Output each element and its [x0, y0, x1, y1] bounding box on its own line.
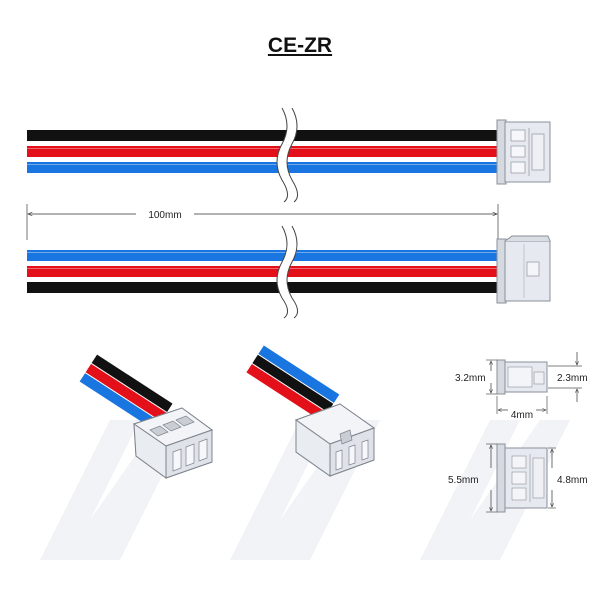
dimension-detail-top: 3.2mm 2.3mm 4mm — [455, 352, 588, 421]
dimension-detail-front: 5.5mm 4.8mm — [448, 443, 588, 513]
wire-red — [27, 146, 498, 157]
top-view-width-label: 4mm — [511, 410, 533, 421]
connector-top-view — [496, 119, 551, 185]
connector-side-view — [496, 235, 551, 304]
wire-black — [27, 130, 498, 141]
cable-top-wires — [27, 130, 498, 173]
connector-isometric-right — [246, 345, 376, 477]
top-view-height-label: 3.2mm — [455, 373, 486, 384]
cable-length-label: 100mm — [148, 210, 181, 221]
wire-red — [27, 266, 498, 277]
dimension-cable-length: 100mm — [26, 204, 499, 240]
cable-bottom — [27, 225, 551, 319]
wire-black — [27, 282, 498, 293]
top-view-inner-height-label: 2.3mm — [557, 373, 588, 384]
diagram-title: CE-ZR — [267, 34, 333, 57]
wire-blue — [27, 162, 498, 173]
connector-isometric-left — [79, 354, 214, 479]
front-view-height-label: 5.5mm — [448, 475, 479, 486]
cable-bottom-wires — [27, 250, 498, 293]
cable-top — [27, 107, 551, 203]
cable-break-bottom — [277, 226, 298, 318]
front-view-inner-height-label: 4.8mm — [557, 475, 588, 486]
wire-blue — [27, 250, 498, 261]
